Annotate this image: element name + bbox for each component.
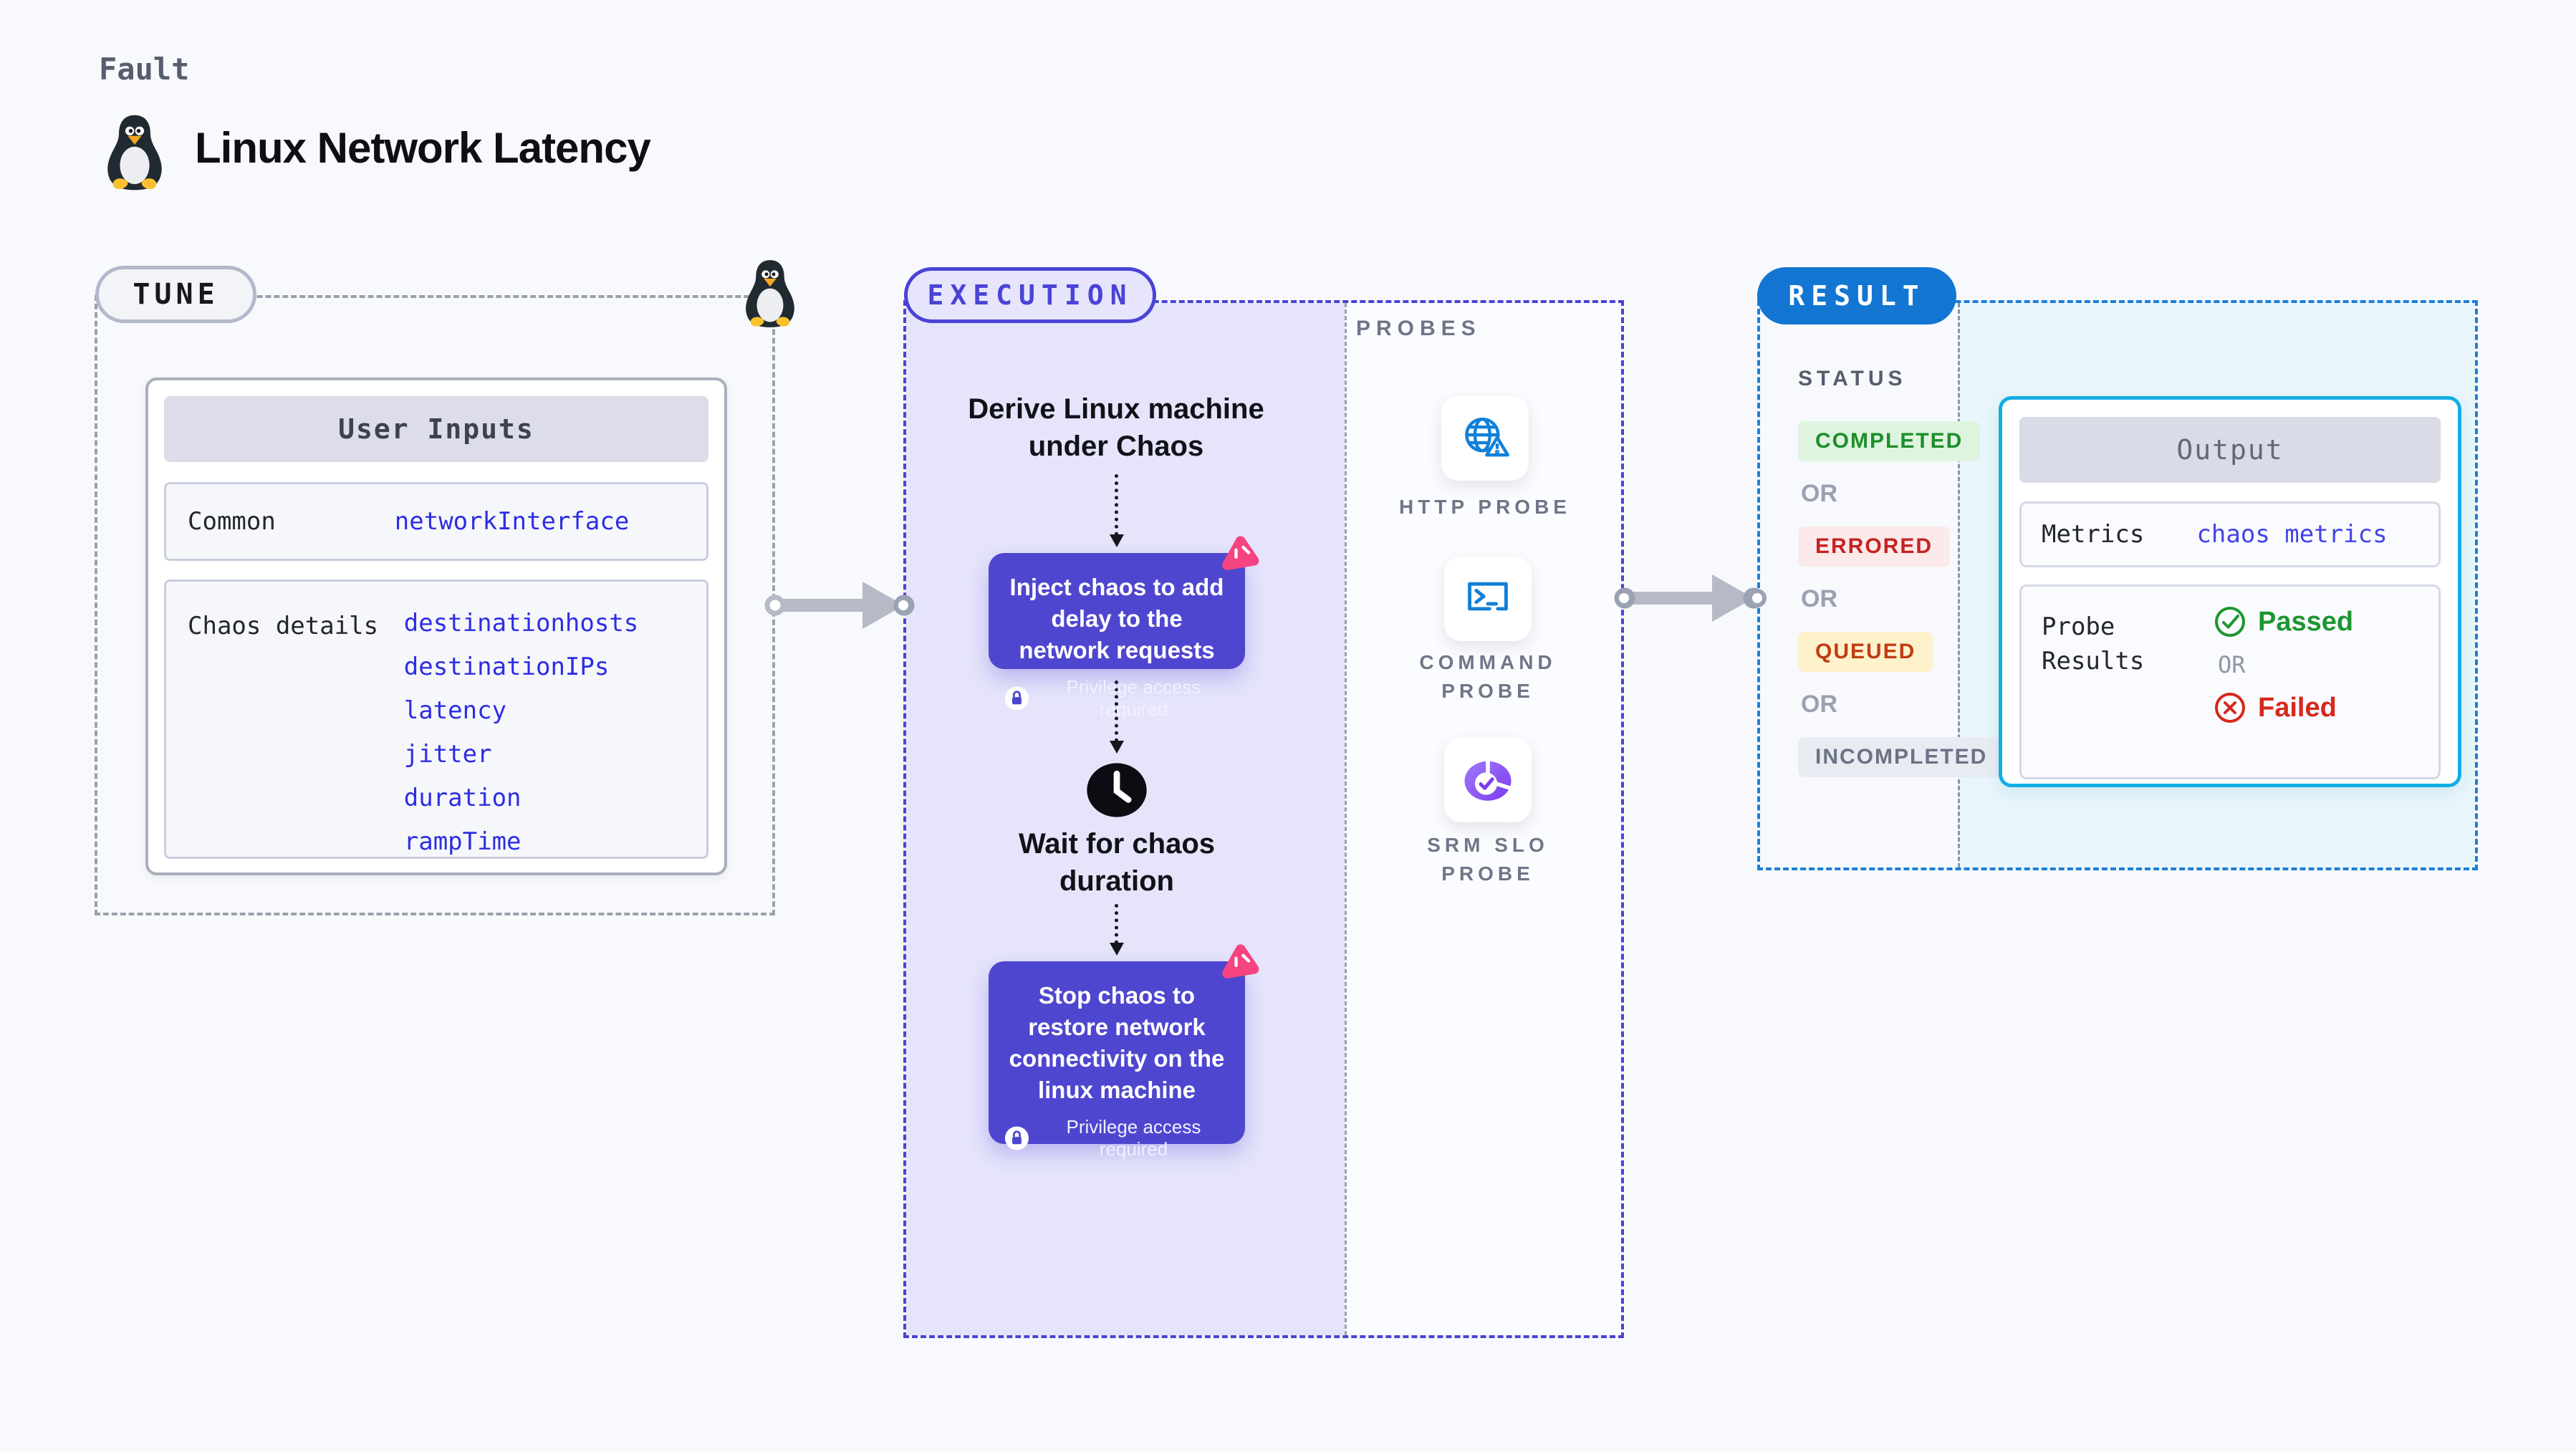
result-pill: RESULT — [1757, 267, 1956, 324]
chaos-experiment-icon — [1222, 536, 1259, 570]
input-value: latency — [403, 696, 507, 725]
privilege-text: Privilege access required — [1066, 676, 1201, 720]
result-input-port — [1748, 589, 1767, 607]
probe-results-row: Probe Results Passed OR Failed — [2019, 585, 2441, 779]
failed-state: Failed — [2214, 691, 2353, 724]
flow-dotted-arrow — [1110, 474, 1124, 547]
output-card: Output Metrics chaos metrics Probe Resul… — [1999, 396, 2461, 787]
flow-dotted-arrow — [1110, 904, 1124, 956]
failed-text: Failed — [2258, 692, 2337, 723]
privilege-row: Privilege access required — [1004, 1116, 1229, 1160]
passed-text: Passed — [2258, 606, 2354, 637]
flow-dotted-arrow — [1110, 681, 1124, 754]
command-probe-label: COMMAND PROBE — [1419, 651, 1557, 702]
wait-step-text: Wait for chaos duration — [1018, 828, 1216, 897]
http-probe-label: HTTP PROBE — [1399, 496, 1571, 518]
srm-slo-probe-card — [1444, 738, 1532, 822]
check-circle-icon — [2215, 607, 2245, 637]
or-separator: OR — [2218, 651, 2246, 678]
input-value: destinationIPs — [403, 653, 610, 681]
execution-output-port — [1615, 589, 1633, 607]
lock-icon — [1004, 686, 1029, 711]
or-separator: OR — [1801, 585, 1837, 612]
x-circle-icon — [2215, 693, 2245, 723]
execution-flow-area — [906, 303, 1345, 1335]
execution-pill: EXECUTION — [904, 267, 1156, 323]
fault-eyebrow: Fault — [99, 52, 190, 87]
input-value: rampTime — [403, 827, 522, 856]
privilege-text: Privilege access required — [1066, 1116, 1201, 1160]
page-title: Linux Network Latency — [195, 124, 651, 172]
metrics-value: chaos metrics — [2196, 520, 2388, 549]
http-probe-card — [1441, 396, 1529, 481]
user-inputs-title: User Inputs — [164, 396, 708, 462]
privilege-row: Privilege access required — [1004, 676, 1229, 721]
stop-chaos-text: Stop chaos to restore network connectivi… — [1009, 982, 1225, 1103]
status-column: STATUS COMPLETED OR ERRORED OR QUEUED OR… — [1798, 367, 2005, 777]
metrics-label: Metrics — [2042, 520, 2145, 549]
input-row-chaos-details: Chaos details destinationhosts destinatio… — [164, 580, 708, 859]
probes-label: PROBES — [1356, 317, 1481, 340]
linux-tux-icon — [107, 115, 162, 191]
input-row-values: networkInterface — [350, 507, 673, 536]
inject-chaos-text: Inject chaos to add delay to the network… — [1009, 574, 1224, 663]
execution-input-port — [894, 596, 913, 615]
status-badge-errored: ERRORED — [1798, 527, 1951, 567]
input-value: jitter — [403, 740, 492, 769]
wait-clock-icon — [1086, 759, 1148, 821]
input-value: destinationhosts — [403, 609, 639, 638]
probe-results-states: Passed OR Failed — [2214, 605, 2353, 724]
lock-icon — [1004, 1126, 1029, 1150]
probe-results-label: Probe Results — [2042, 612, 2145, 675]
status-badge-incompleted: INCOMPLETED — [1798, 737, 2005, 777]
execution-to-result-arrow — [1614, 574, 1764, 622]
input-row-common: Common networkInterface — [164, 482, 708, 561]
command-probe-card — [1444, 557, 1532, 641]
derive-step-text: Derive Linux machine under Chaos — [968, 393, 1264, 462]
globe-alert-icon — [1465, 417, 1509, 457]
srm-slo-probe-label: SRM SLO PROBE — [1427, 834, 1549, 885]
passed-state: Passed — [2214, 605, 2353, 638]
input-row-values: destinationhosts destinationIPs latency jit… — [404, 602, 639, 864]
input-row-label: Common — [188, 507, 276, 536]
output-title: Output — [2019, 417, 2441, 483]
chaos-experiment-icon — [1222, 944, 1259, 979]
linux-tux-icon-small — [746, 260, 794, 327]
terminal-icon — [1468, 582, 1508, 611]
inject-chaos-node: Inject chaos to add delay to the network… — [989, 553, 1245, 720]
tune-pill: TUNE — [95, 266, 256, 323]
execution-section — [903, 300, 1624, 1338]
input-row-label: Chaos details — [188, 612, 379, 640]
status-badge-queued: QUEUED — [1798, 632, 1933, 672]
tune-to-execution-arrow — [764, 582, 915, 629]
input-value: duration — [403, 784, 522, 812]
user-inputs-card: User Inputs Common networkInterface Chao… — [145, 378, 727, 875]
metrics-row: Metrics chaos metrics — [2019, 501, 2441, 567]
status-badge-completed: COMPLETED — [1798, 421, 1981, 461]
or-separator: OR — [1801, 480, 1837, 507]
status-label: STATUS — [1798, 367, 1907, 390]
slo-donut-check-icon — [1464, 759, 1512, 801]
input-value: networkInterface — [394, 507, 630, 536]
stop-chaos-node: Stop chaos to restore network connectivi… — [989, 961, 1245, 1160]
or-separator: OR — [1801, 691, 1837, 718]
